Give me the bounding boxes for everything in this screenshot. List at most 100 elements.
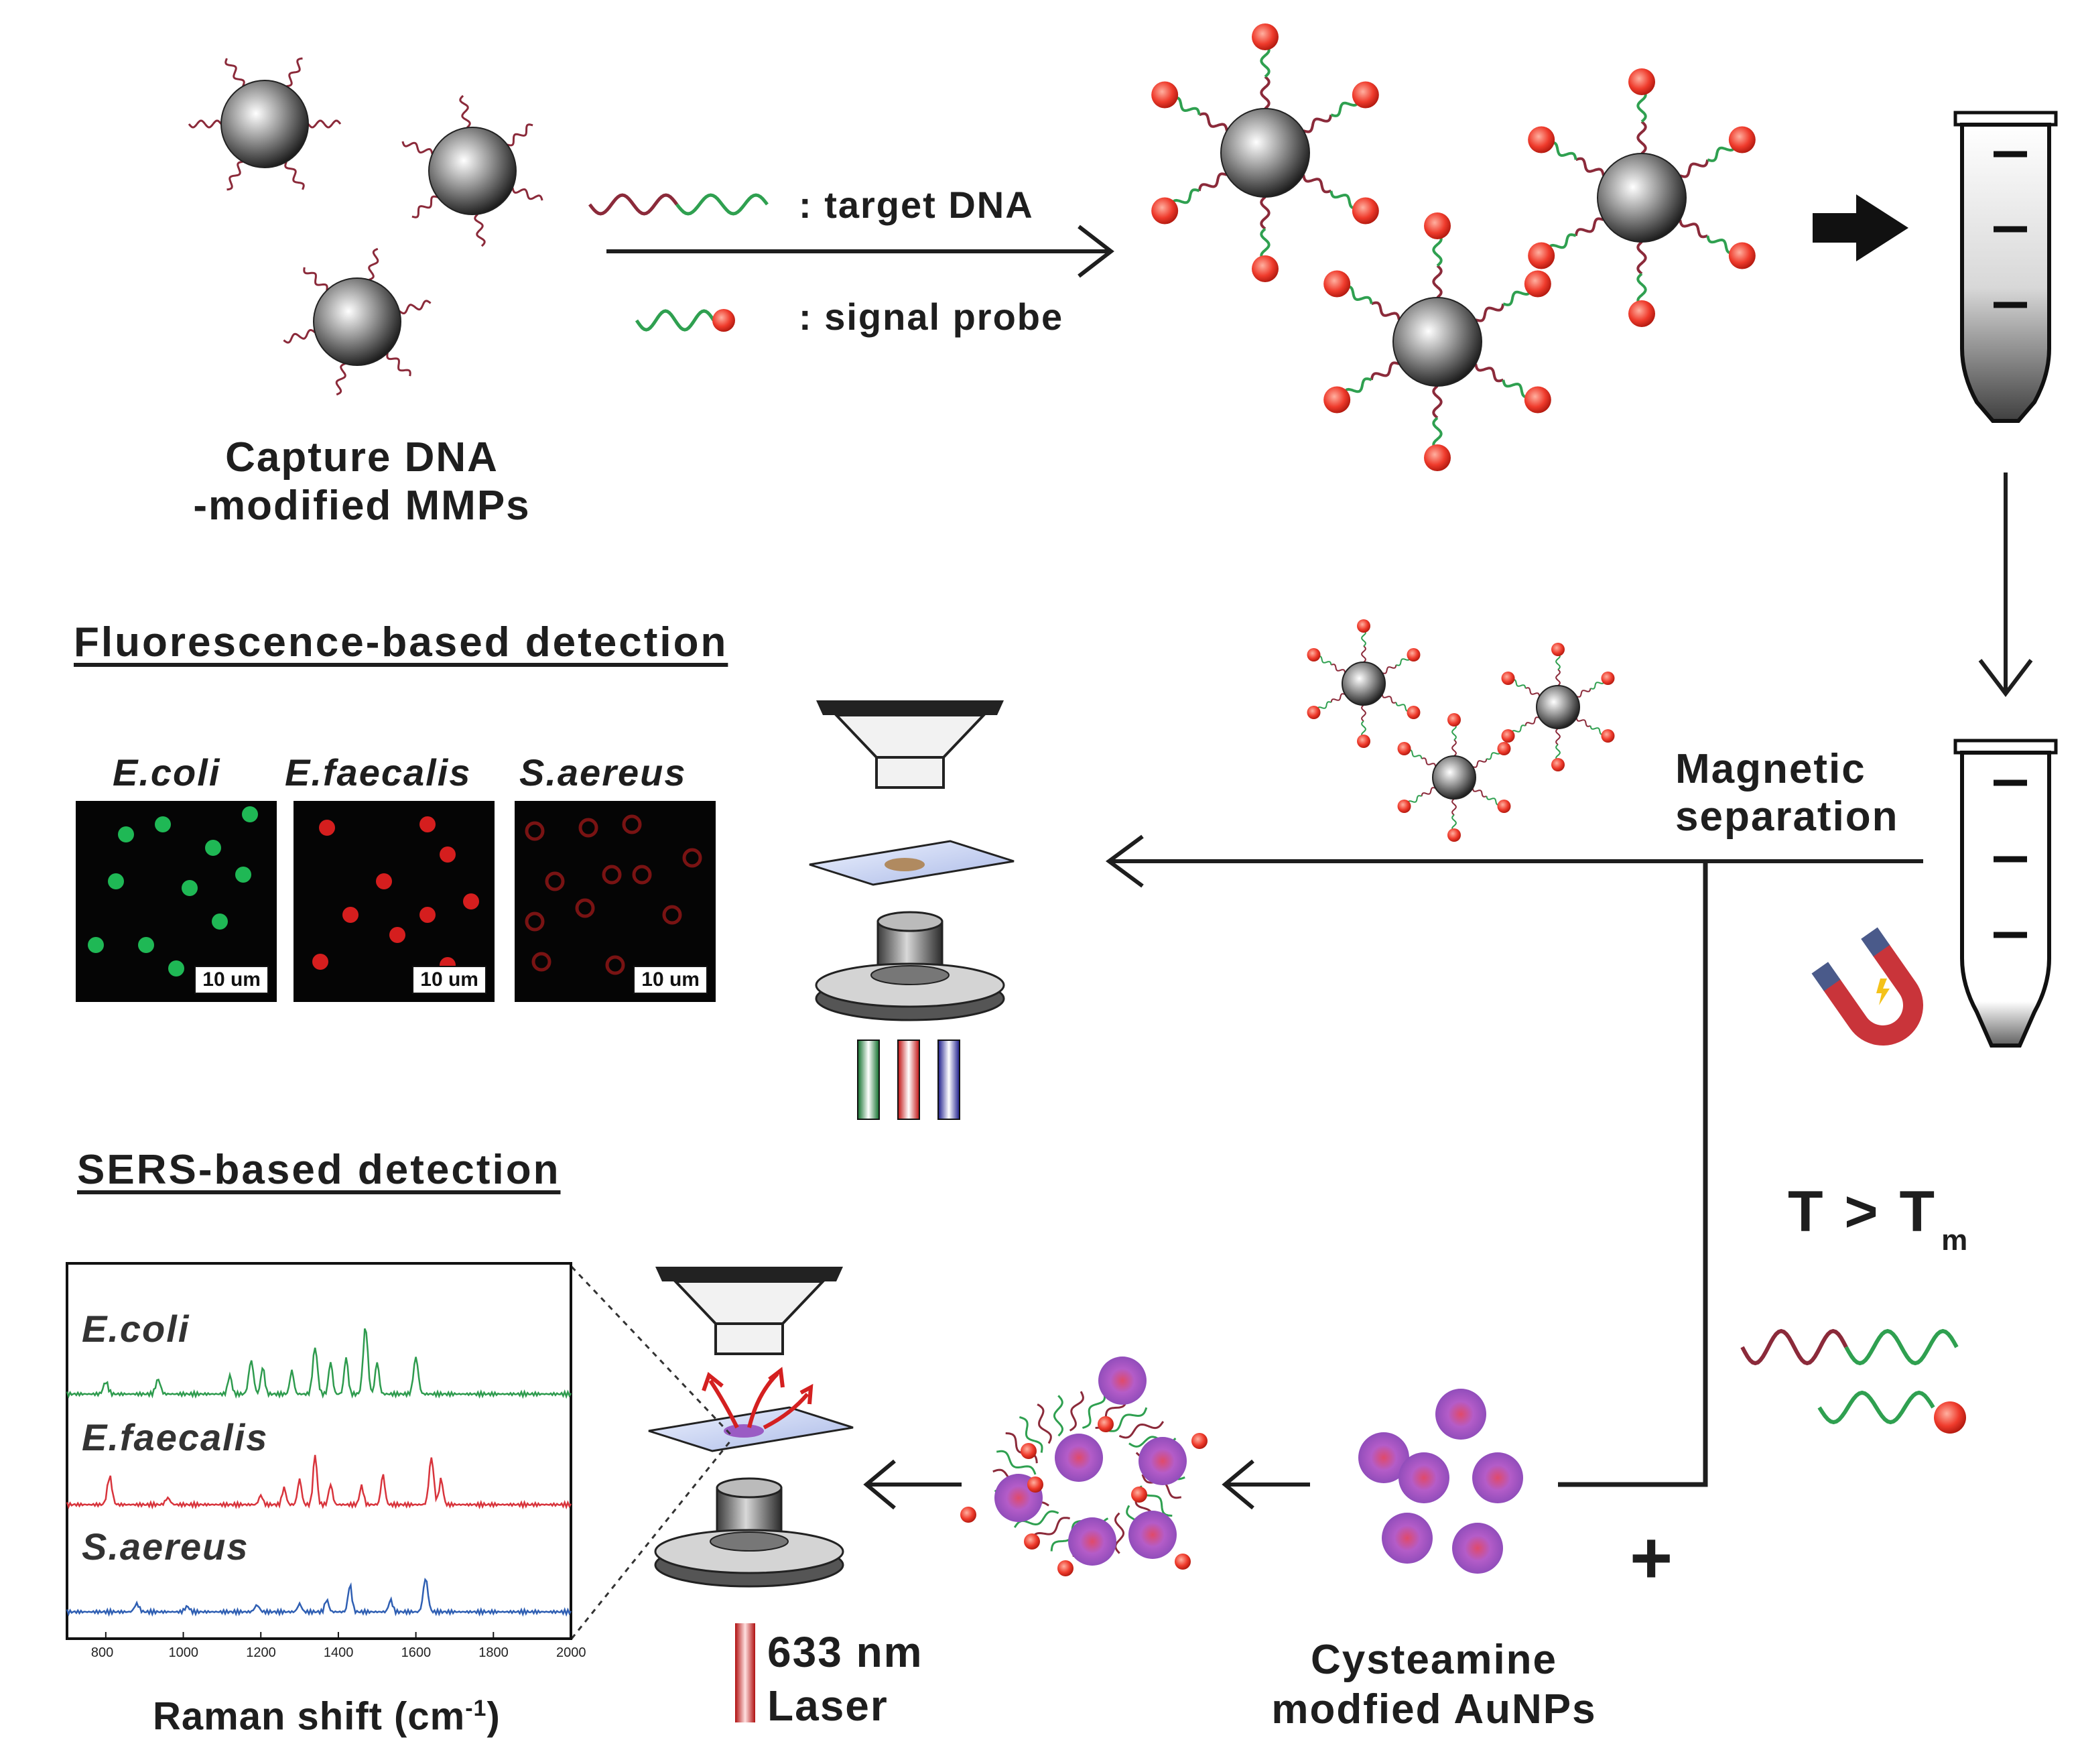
x-axis-label-close: ) — [486, 1694, 501, 1739]
probe-dot — [1551, 643, 1565, 656]
scatter-arrows-icon — [702, 1367, 814, 1430]
fluorescent-bead — [545, 871, 565, 891]
objective-top — [876, 911, 944, 932]
released-target-dna-green — [1844, 1328, 1959, 1366]
magnetic-label-line2: separation — [1675, 794, 1899, 840]
probe-dot — [1497, 742, 1511, 755]
target-strand — [1382, 664, 1397, 674]
aunp-particle — [1098, 1357, 1147, 1405]
fluorescence-image-saereus: 10 um — [515, 801, 716, 1002]
probe-dot — [1352, 81, 1379, 109]
target-strand — [1361, 645, 1366, 663]
target-strand — [1636, 121, 1647, 155]
legend-signal-text: : signal probe — [799, 296, 1064, 338]
panel-label-ecoli: E.coli — [113, 751, 221, 794]
panel-label-saereus: S.aereus — [519, 751, 687, 794]
x-tick-label: 1800 — [478, 1645, 509, 1660]
target-dna-legend-strand — [588, 193, 679, 216]
fluorescent-bead — [602, 865, 622, 885]
signal-probe-legend-strand — [635, 309, 716, 332]
fluorescent-bead — [419, 816, 436, 832]
panel-label-efaecalis: E.faecalis — [285, 751, 472, 794]
probe-dot — [1191, 1433, 1208, 1449]
laser-label: 633 nm Laser — [767, 1625, 923, 1732]
capture-dna-strand — [474, 213, 486, 247]
target-strand — [1331, 664, 1346, 674]
green-channel-icon — [857, 1040, 880, 1120]
fluorescent-bead — [242, 806, 258, 822]
red-channel-icon — [897, 1040, 920, 1120]
fluorescent-bead — [575, 898, 595, 918]
spectrum-label-efaecalis: E.faecalis — [82, 1416, 269, 1458]
capture-dna-strand — [511, 187, 543, 201]
fluorescent-bead — [108, 873, 124, 889]
magnet-icon — [1811, 927, 1923, 1046]
probe-dot — [1528, 242, 1555, 269]
mmp-bead — [1432, 755, 1476, 800]
target-strand — [1451, 798, 1457, 816]
separated-mmp — [1501, 643, 1615, 771]
target-strand — [1555, 669, 1561, 686]
dna-strand — [1118, 1421, 1165, 1439]
aunp-particle — [1068, 1517, 1116, 1566]
probe-dot — [1027, 1476, 1043, 1493]
capture-label-line1: Capture DNA — [225, 434, 499, 481]
target-strand — [1302, 174, 1331, 194]
probe-dot — [1151, 81, 1179, 109]
capture-dna-strand — [386, 353, 411, 377]
objective-top — [716, 1477, 783, 1499]
capture-mmp — [401, 94, 543, 247]
capture-label: Capture DNA -modified MMPs — [168, 437, 556, 527]
probe-dot — [1352, 197, 1379, 225]
aunp-label: Cysteamine modfied AuNPs — [1233, 1635, 1635, 1735]
probe-strand — [1343, 285, 1373, 304]
probe-strand — [1590, 680, 1606, 690]
laser-label-line1: 633 nm — [767, 1628, 923, 1676]
probe-strand — [1636, 88, 1647, 123]
probe-strand — [1547, 141, 1577, 160]
probe-dot — [1098, 1416, 1114, 1432]
x-tick-label: 2000 — [556, 1645, 586, 1660]
capture-dna-strand — [224, 58, 245, 87]
probe-strand — [1361, 720, 1366, 738]
melting-subscript: m — [1941, 1224, 1971, 1257]
x-tick-label: 800 — [90, 1645, 114, 1660]
dna-strand — [1030, 1517, 1070, 1542]
tube-icon-top — [1953, 111, 2058, 423]
objective-base — [870, 965, 950, 985]
dna-strand — [1069, 1391, 1084, 1432]
magnetic-label: Magnetic separation — [1675, 745, 1899, 841]
probe-strand — [1510, 724, 1526, 735]
fluorescent-bead — [212, 914, 228, 930]
probe-strand — [1395, 702, 1411, 712]
probe-dot — [1447, 828, 1461, 842]
target-strand — [1197, 172, 1228, 192]
probe-strand — [1589, 725, 1605, 735]
dna-strand — [1082, 1392, 1106, 1429]
scale-bar-efaecalis: 10 um — [412, 966, 486, 994]
released-signal-probe — [1817, 1390, 1935, 1425]
condenser-lens — [875, 756, 945, 789]
probe-dot — [1397, 742, 1411, 755]
aunp-cluster — [1358, 1389, 1523, 1574]
target-strand — [1575, 717, 1591, 727]
target-strand — [1260, 76, 1271, 110]
condenser-body — [672, 1280, 826, 1325]
probe-strand — [1451, 814, 1457, 832]
fluorescence-image-ecoli: 10 um — [76, 801, 277, 1002]
target-strand — [1474, 363, 1504, 383]
probe-strand — [1342, 377, 1372, 396]
probe-dot — [1551, 758, 1565, 771]
probe-dot — [1307, 706, 1321, 719]
probe-dot — [1501, 729, 1515, 743]
target-strand — [1636, 241, 1647, 275]
target-strand — [1555, 728, 1561, 745]
probe-strand — [1486, 750, 1502, 760]
target-strand — [1421, 787, 1436, 797]
fluorescent-bead — [525, 821, 545, 841]
probe-strand — [1432, 233, 1443, 267]
probe-dot — [1323, 386, 1351, 414]
block-arrow — [1813, 194, 1908, 261]
x-tick-label: 1400 — [323, 1645, 354, 1660]
capture-dna-strand — [401, 141, 434, 155]
